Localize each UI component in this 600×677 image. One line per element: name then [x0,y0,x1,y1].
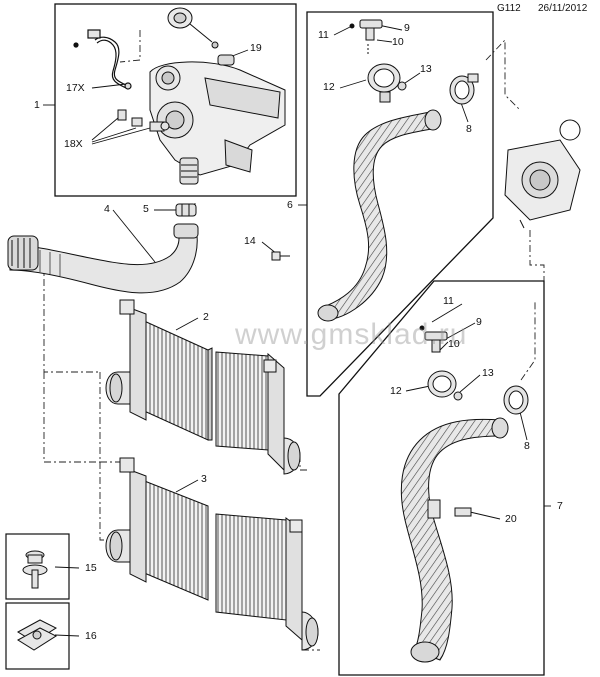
callout-3: 3 [201,473,207,485]
leader-line [405,385,431,392]
callout-6: 6 [287,199,293,211]
callout-8b: 8 [524,440,530,452]
intake-hose-6 [325,111,437,321]
oil-feed-line [73,29,132,90]
callout-10a: 10 [392,36,404,48]
diagram-code: G112 [497,3,521,14]
callout-1: 1 [34,99,40,111]
callout-15: 15 [85,562,97,574]
nut-13 [397,81,407,91]
callout-12b: 12 [390,385,402,397]
callout-4: 4 [104,203,110,215]
connector-line [43,372,100,463]
leader-line [339,79,367,89]
callout-20: 20 [505,513,517,525]
hose-end [491,417,509,439]
intake-hose-7 [400,418,503,661]
callout-9a: 9 [404,22,410,34]
connector-line [99,462,118,541]
callout-11a: 11 [318,29,329,41]
sensor-20 [427,499,472,519]
leader-line [91,117,119,141]
watermark: www.gmsklad.ru [235,318,468,351]
callout-13a: 13 [420,63,432,75]
connector-line [36,271,100,373]
intercooler-2 [105,299,301,475]
hose-end [317,304,339,322]
leader-line [376,39,393,43]
hose-end [410,641,440,663]
hose-clamp-12 [367,63,401,103]
leader-line [431,303,463,323]
leader-line [91,127,151,145]
hose-clamp-8b [503,385,529,415]
callout-14: 14 [244,235,256,247]
callout-18x: 18X [64,138,83,150]
leader-line [175,317,199,331]
callout-19: 19 [250,42,262,54]
group-frame-1 [54,3,297,197]
callout-11b: 11 [443,295,454,307]
sensor-bracket-9 [349,19,383,54]
hose-clamp-8 [449,73,479,105]
callout-5: 5 [143,203,149,215]
callout-10b: 10 [448,338,460,350]
leader-line [459,374,481,393]
connector-line [299,455,310,471]
callout-16: 16 [85,630,97,642]
leader-line [439,341,449,351]
throttle-body [504,119,581,229]
clip-nut-16 [17,619,58,651]
group-frame-15 [5,533,70,600]
callout-8a: 8 [466,123,472,135]
wastegate-actuator [167,7,235,66]
callout-17x: 17X [66,82,85,94]
charge-air-hose-4 [7,223,199,294]
connector-line [520,300,536,381]
leader-line [91,127,137,143]
leader-line [54,566,80,569]
callout-12a: 12 [323,81,335,93]
bolt-15 [22,550,48,589]
leader-line [333,25,353,36]
leader-line [175,479,199,493]
leader-line [469,511,501,520]
bolt-14 [271,251,290,261]
leader-line [519,411,528,441]
fittings-18x [117,109,170,132]
connector-line [119,30,141,63]
hose-clamp-12b [427,370,457,398]
turbocharger-assembly [149,61,286,185]
group-frame-7 [338,280,545,676]
diagram-date: 26/11/2012 [538,3,588,14]
leader-line [112,209,156,263]
group-frame-6 [306,11,494,397]
callout-13b: 13 [482,367,494,379]
sensor-bracket-9b [419,325,448,353]
connector-line [529,230,545,281]
hose-clamp-5 [175,203,197,217]
nut-13b [453,391,463,401]
callout-9b: 9 [476,316,482,328]
leader-line [443,322,476,341]
intercooler-3 [105,457,319,651]
connector-line [485,38,521,111]
leader-line [54,634,80,637]
callout-7: 7 [557,500,563,512]
hose-end [424,109,442,131]
callout-2: 2 [203,311,209,323]
